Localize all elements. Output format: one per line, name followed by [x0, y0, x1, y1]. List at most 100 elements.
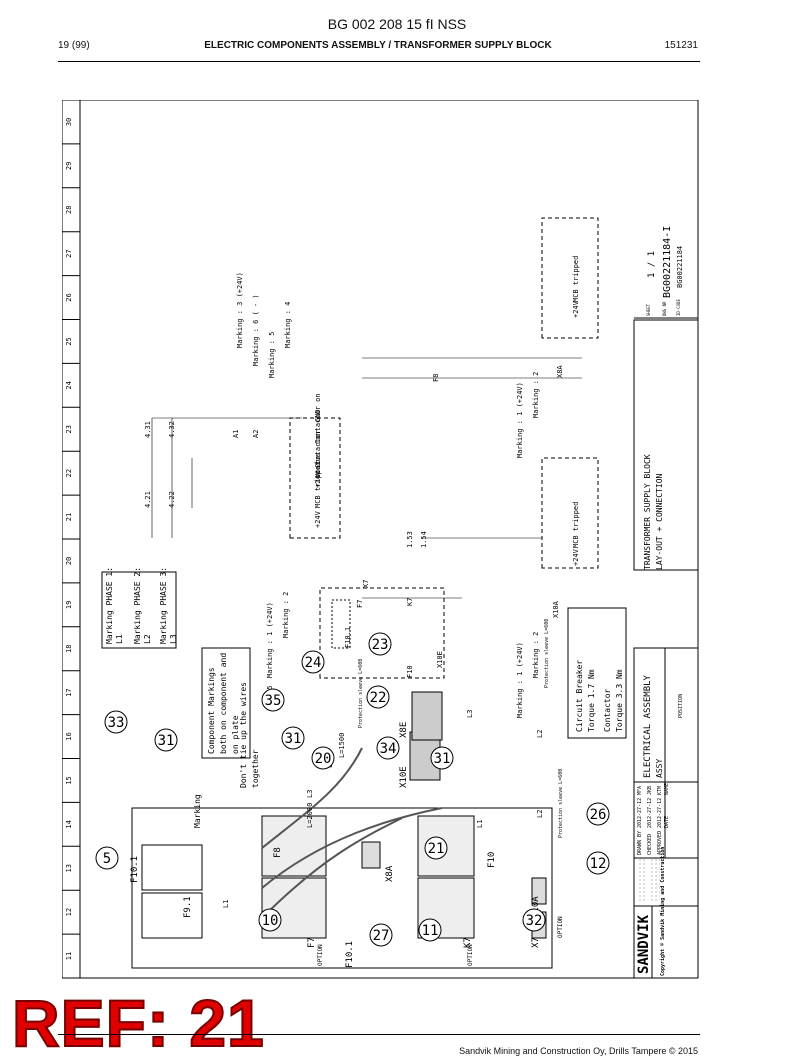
phase2-label: Marking PHASE 2:	[133, 567, 142, 644]
position-label: POSITION	[678, 694, 684, 718]
wire-421: 4.21	[144, 491, 152, 508]
component-markings-1: Component Markings	[207, 667, 216, 754]
dashed-x8a	[541, 217, 599, 339]
label-l1-b: L1	[476, 820, 484, 828]
callout-circle	[311, 746, 335, 770]
callout-number: 32	[526, 913, 543, 929]
idcode-label: ID-CODE	[676, 299, 681, 316]
x7-contactor: Contactor	[314, 430, 322, 468]
callout-number: 22	[370, 690, 387, 706]
notes: Marking PHASE 1: L1 Marking PHASE 2: L2 …	[101, 567, 627, 838]
breaker-f10-1	[141, 844, 203, 891]
marking-1-x10: Marking : 1 (+24V)	[516, 642, 524, 718]
schem-k7: K7	[406, 598, 414, 606]
assembly-desc: ELECTRICAL ASSEMBLY	[643, 674, 653, 778]
breaker-torque-2: Torque 1.7 Nm	[587, 669, 596, 732]
grid-label-22: 22	[65, 469, 73, 477]
label-l1-a: L1	[222, 900, 230, 908]
marking-label: Marking	[193, 794, 202, 828]
schem-x10a: X10A	[552, 600, 560, 618]
callout-number: 33	[108, 715, 125, 731]
callout-circle	[586, 802, 610, 826]
drawing-number: BG00221184-I	[662, 226, 673, 298]
x10a-24v: +24V	[572, 548, 580, 566]
label-x10a: X10A	[531, 896, 541, 918]
marking-2-x8: Marking : 2	[532, 372, 540, 418]
date-label: DATE	[664, 816, 670, 828]
label-x8a: X8A	[385, 865, 395, 882]
label-f7: F7	[307, 937, 317, 948]
grid-label-21: 21	[65, 513, 73, 521]
title-line-2: LAY-OUT + CONNECTION	[655, 473, 664, 570]
label-x7: X7	[531, 937, 541, 948]
wire-harness	[261, 747, 443, 919]
grid-label-30: 30	[65, 118, 73, 126]
callout-number: 24	[305, 655, 322, 671]
dashed-x10a	[541, 457, 599, 569]
callout-circle	[366, 685, 390, 709]
phase1-value: L1	[115, 634, 124, 644]
callout-circle	[522, 908, 546, 932]
assy-label: ASSY	[655, 759, 664, 778]
title-block: SANDVIK Copyright © Sandvik Mining and C…	[633, 226, 699, 979]
grid-label-28: 28	[65, 206, 73, 214]
callout-number: 34	[380, 741, 397, 757]
callout-circle	[95, 846, 119, 870]
callout-circle	[258, 908, 282, 932]
breaker-torque-1: Circuit Breaker	[575, 660, 584, 732]
drawn-name: MFA	[637, 786, 643, 795]
label-f9-1: F9.1	[183, 896, 193, 918]
tie-wires-1: Don't tie up the wires	[239, 682, 248, 788]
dashed-f10-group	[319, 587, 445, 679]
marking-top-6: Marking : 6 ( - )	[252, 294, 260, 366]
label-option-x7: OPTION	[557, 916, 564, 938]
x7-status: status	[314, 453, 322, 478]
grid-label-16: 16	[65, 732, 73, 740]
sheet-number: 1 / 1	[647, 251, 657, 278]
wire-431: 4.31	[144, 421, 152, 438]
approved-by: APPROVED	[657, 831, 663, 855]
callout-number: 27	[373, 928, 390, 944]
marking-2-k7: Marking : 2	[282, 592, 290, 638]
drawing-svg: 1112131415161718192021222324252627282930…	[61, 99, 699, 979]
x7-mcb-tripped: MCB tripped	[314, 462, 322, 508]
callout-number: 11	[422, 923, 439, 939]
marking-1-k7: Marking : 1 (+24V)	[266, 602, 274, 678]
phase1-label: Marking PHASE 1:	[105, 567, 114, 644]
approved-name: KTM	[657, 786, 663, 795]
callout-circle	[586, 851, 610, 875]
phase3-value: L3	[169, 634, 178, 644]
header-divider	[58, 61, 700, 62]
grid-label-17: 17	[65, 688, 73, 696]
copyright: Copyright © Sandvik Mining and Construct…	[660, 847, 666, 976]
x8a-mcb: MCB tripped	[572, 256, 580, 302]
schem-x7: X7	[362, 580, 370, 588]
callout-number: 31	[434, 751, 451, 767]
component-layout: F10.1 F9.1 F7 F8 F10 K7 X7 X8A X10A X10E…	[130, 691, 564, 969]
name-label: NAME	[664, 783, 670, 795]
callout-circle	[376, 736, 400, 760]
document-code: 151231	[664, 40, 698, 51]
callout-number: 21	[428, 841, 445, 857]
drawn-date: 2012-27-12	[637, 798, 643, 828]
label-option-f7: OPTION	[317, 944, 324, 966]
checked-by: CHECKED	[647, 834, 653, 855]
callout-circle	[369, 923, 393, 947]
callout-number: 26	[590, 807, 607, 823]
phase2-value: L2	[143, 634, 152, 644]
marking-top-5: Marking : 5	[268, 332, 276, 378]
schem-f10: F10	[406, 665, 414, 678]
ref-stamp: REF: 21	[11, 985, 265, 1061]
label-f10: F10	[487, 852, 497, 868]
connector-x8e	[411, 691, 443, 741]
callout-number: 31	[158, 733, 175, 749]
id-code: BG00221184	[676, 246, 684, 288]
schematic-wires	[151, 357, 582, 599]
marking-2-x10: Marking : 2	[532, 632, 540, 678]
label-l1500: L=1500	[338, 733, 346, 758]
sleeve-3: Protection sleeve L=600	[544, 619, 550, 688]
grid-label-11: 11	[65, 952, 73, 960]
contactor-torque-2: Torque 3.3 Nm	[615, 669, 624, 732]
callout-circle	[368, 632, 392, 656]
